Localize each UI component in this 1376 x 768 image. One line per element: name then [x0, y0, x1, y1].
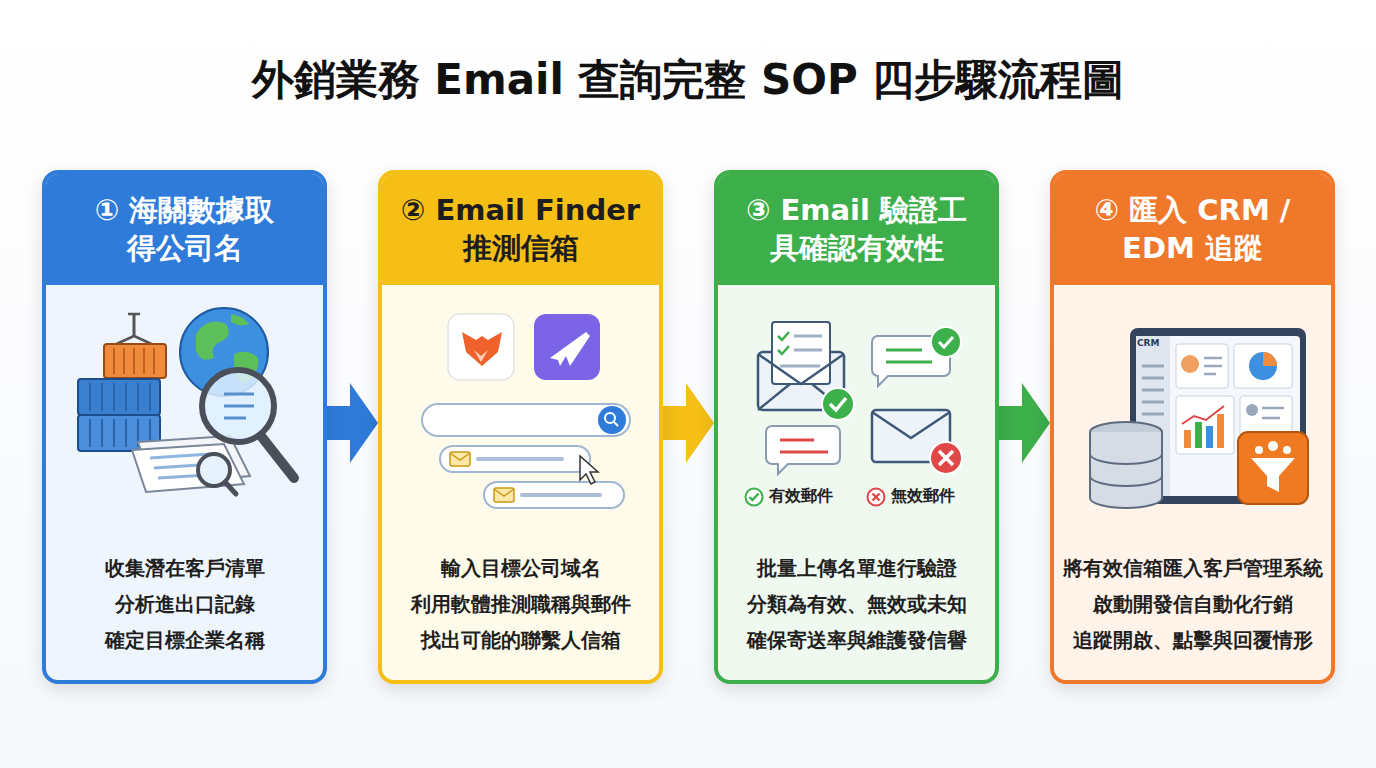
- step-header: ④ 匯入 CRM / EDM 追蹤: [1054, 174, 1331, 285]
- step-title: ④ 匯入 CRM / EDM 追蹤: [1082, 192, 1304, 267]
- step-card: ② Email Finder 推測信箱輸入目標公司域名 利用軟體推測職稱與郵件 …: [378, 170, 663, 684]
- step-card: ① 海關數據取 得公司名收集潛在客戶清單 分析進出口記錄 確定目標企業名稱: [42, 170, 327, 684]
- legend-text: 有效郵件: [769, 486, 833, 507]
- step-description: 收集潛在客戶清單 分析進出口記錄 確定目標企業名稱: [46, 550, 323, 658]
- dashboard-label: CRM: [1137, 338, 1160, 348]
- legend-text: 無效郵件: [891, 486, 955, 507]
- flow-arrow: [327, 383, 378, 463]
- flow-arrow: [663, 383, 714, 463]
- step-title: ③ Email 驗證工 具確認有效性: [738, 192, 976, 267]
- step-card: ③ Email 驗證工 具確認有效性批量上傳名單進行驗證 分類為有效、無效或未知…: [714, 170, 999, 684]
- step-description: 將有效信箱匯入客戶管理系統 啟動開發信自動化行銷 追蹤開啟、點擊與回覆情形: [1054, 550, 1331, 658]
- legend-symbol: [744, 487, 764, 507]
- step-title: ① 海關數據取 得公司名: [69, 192, 301, 267]
- step-description: 輸入目標公司域名 利用軟體推測職稱與郵件 找出可能的聯繫人信箱: [382, 550, 659, 658]
- diagram-title: 外銷業務 Email 查詢完整 SOP 四步驟流程圖: [0, 52, 1376, 108]
- legend-entry: 無效郵件: [866, 486, 955, 507]
- step-card: ④ 匯入 CRM / EDM 追蹤將有效信箱匯入客戶管理系統 啟動開發信自動化行…: [1050, 170, 1335, 684]
- step-header: ① 海關數據取 得公司名: [46, 174, 323, 285]
- legend-entry: 有效郵件: [744, 486, 833, 507]
- step-description: 批量上傳名單進行驗證 分類為有效、無效或未知 確保寄送率與維護發信譽: [718, 550, 995, 658]
- step-header: ③ Email 驗證工 具確認有效性: [718, 174, 995, 285]
- flow-arrow: [999, 383, 1050, 463]
- legend-symbol: [866, 487, 886, 507]
- step-title: ② Email Finder 推測信箱: [396, 192, 646, 267]
- step-header: ② Email Finder 推測信箱: [382, 174, 659, 285]
